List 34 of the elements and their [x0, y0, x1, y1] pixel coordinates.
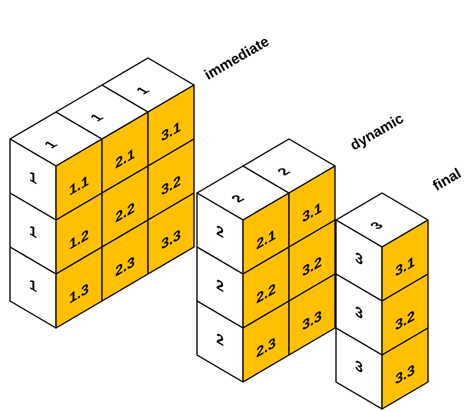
face-number: 3: [355, 249, 363, 268]
face-number: 2.1: [256, 226, 276, 252]
face-number: 1: [41, 139, 60, 150]
face-number: 2.1: [115, 146, 135, 171]
face-number: 1: [133, 85, 152, 96]
face-number: 2.3: [256, 334, 276, 360]
face-number: 3.1: [395, 254, 415, 279]
face-number: 3.1: [302, 200, 322, 225]
face-number: 1: [29, 168, 37, 186]
face-number: 2.2: [256, 280, 276, 306]
face-number: 3: [355, 303, 363, 322]
face-number: 1.2: [69, 226, 89, 252]
face-number: 1: [87, 112, 106, 123]
stack-label: final: [430, 166, 464, 194]
face-number: 1.1: [69, 172, 89, 198]
face-number: 3.2: [302, 254, 322, 279]
face-number: 3.3: [395, 362, 415, 387]
face-number: 3: [355, 357, 363, 376]
face-number: 2: [216, 222, 224, 240]
face-number: 1: [29, 222, 37, 240]
face-number: 1: [29, 276, 37, 294]
face-number: 2: [228, 193, 247, 204]
face-number: 3: [367, 220, 386, 231]
face-number: 3.3: [161, 226, 181, 252]
face-number: 1.3: [69, 280, 89, 306]
face-number: 3.2: [161, 172, 181, 198]
face-number: 2: [216, 276, 224, 294]
face-number: 2.2: [115, 200, 135, 225]
face-number: 3.3: [302, 308, 322, 333]
face-number: 2: [274, 166, 293, 177]
face-number: 3.2: [395, 308, 415, 333]
face-number: 2: [216, 330, 224, 348]
face-number: 3.1: [161, 118, 181, 144]
face-number: 2.3: [115, 254, 135, 279]
